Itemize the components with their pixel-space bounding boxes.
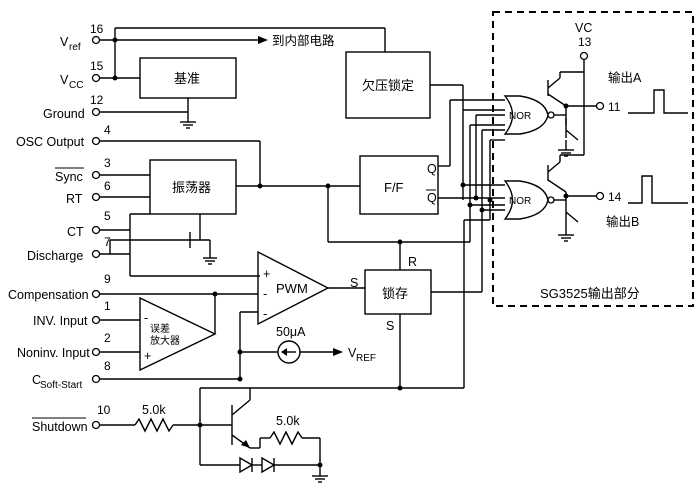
svg-text:12: 12	[90, 93, 104, 107]
svg-text:VC: VC	[575, 21, 592, 35]
svg-text:11: 11	[608, 100, 621, 114]
svg-text:1: 1	[104, 299, 111, 313]
svg-text:放大器: 放大器	[150, 334, 180, 347]
pin-vref: V ref 16	[60, 22, 104, 53]
svg-text:振荡器: 振荡器	[172, 180, 211, 195]
ground-wiring	[100, 98, 196, 129]
pin-osc-output: OSC Output 4	[16, 123, 111, 149]
output-b-transistors: 14 输出B	[547, 155, 688, 242]
reference-block: 基准	[139, 57, 237, 99]
pin-compensation: Compensation 9	[8, 272, 111, 302]
svg-text:C: C	[32, 373, 41, 387]
uvlo-block: 欠压锁定	[345, 51, 505, 200]
svg-text:5: 5	[104, 209, 111, 223]
svg-text:Compensation: Compensation	[8, 288, 89, 302]
vc-pin: VC 13	[560, 21, 592, 156]
svg-text:9: 9	[104, 272, 111, 286]
pin-soft-start: C Soft-Start 8	[32, 359, 111, 391]
svg-text:输出A: 输出A	[608, 70, 642, 85]
svg-text:4: 4	[104, 123, 111, 137]
svg-text:OSC Output: OSC Output	[16, 135, 85, 149]
svg-text:Q: Q	[427, 162, 437, 176]
pin-vcc: V CC 15	[60, 59, 104, 91]
latch-block: 锁存 R S S	[350, 129, 505, 391]
current-source: 50μA V REF	[240, 325, 376, 364]
svg-text:7: 7	[104, 235, 111, 249]
shutdown-circuit: 5.0k 5.0k	[100, 388, 328, 483]
svg-text:Discharge: Discharge	[27, 249, 83, 263]
svg-text:输出B: 输出B	[606, 214, 639, 229]
svg-text:RT: RT	[66, 192, 83, 206]
pin-discharge: Discharge 7	[27, 235, 111, 263]
clock-wiring	[327, 124, 505, 270]
error-amplifier: 误差 放大器 - +	[100, 294, 217, 372]
svg-text:+: +	[263, 267, 270, 281]
svg-text:INV. Input: INV. Input	[33, 314, 88, 328]
svg-text:3: 3	[104, 156, 111, 170]
svg-text:Shutdown: Shutdown	[32, 420, 88, 434]
output-section-frame	[492, 11, 694, 307]
svg-text:欠压锁定: 欠压锁定	[362, 78, 414, 93]
svg-text:V: V	[60, 73, 69, 87]
svg-text:V: V	[60, 35, 69, 49]
svg-text:CT: CT	[67, 225, 84, 239]
pin-shutdown: Shutdown 10	[32, 403, 111, 434]
svg-text:PWM: PWM	[276, 281, 308, 296]
osc-output-wiring	[100, 140, 261, 186]
svg-text:-: -	[263, 287, 267, 301]
pin-noninv-input: Noninv. Input 2	[17, 331, 111, 360]
pwm-comparator: PWM + - -	[100, 250, 365, 382]
svg-text:5.0k: 5.0k	[142, 403, 166, 417]
svg-text:REF: REF	[356, 353, 376, 364]
svg-text:50μA: 50μA	[276, 325, 306, 339]
svg-text:到内部电路: 到内部电路	[272, 33, 335, 48]
output-section-label: SG3525输出部分	[540, 286, 640, 301]
oscillator-block: 振荡器	[100, 159, 360, 215]
nor-gate-a: NOR	[503, 95, 566, 135]
nor-gate-b: NOR	[503, 180, 566, 220]
svg-text:6: 6	[104, 179, 111, 193]
soft-start-wiring	[100, 139, 505, 465]
svg-text:-: -	[263, 307, 267, 321]
svg-text:误差: 误差	[150, 322, 170, 335]
svg-text:基准: 基准	[174, 71, 200, 86]
svg-text:S: S	[386, 319, 394, 333]
pin-ground: Ground 12	[43, 93, 104, 121]
pin-sync: Sync 3	[55, 156, 111, 184]
svg-text:V: V	[348, 346, 357, 360]
output-a-transistors: 11 输出A	[547, 70, 688, 157]
svg-text:16: 16	[90, 22, 104, 36]
pin-rt: RT 6	[66, 179, 111, 206]
svg-text:2: 2	[104, 331, 111, 345]
svg-text:锁存: 锁存	[382, 286, 408, 301]
vref-wiring: 到内部电路	[100, 27, 386, 81]
svg-text:15: 15	[90, 59, 104, 73]
svg-text:14: 14	[608, 190, 622, 204]
svg-text:Sync: Sync	[55, 170, 83, 184]
svg-text:S: S	[350, 276, 358, 290]
svg-text:8: 8	[104, 359, 111, 373]
pin-ct: CT 5	[67, 209, 111, 239]
ct-discharge-wiring	[100, 213, 260, 277]
svg-text:NOR: NOR	[509, 196, 531, 207]
svg-text:Ground: Ground	[43, 107, 85, 121]
svg-text:ref: ref	[69, 42, 81, 53]
svg-text:R: R	[408, 255, 417, 269]
svg-text:NOR: NOR	[509, 111, 531, 122]
svg-text:F/F: F/F	[384, 180, 404, 195]
svg-text:10: 10	[97, 403, 111, 417]
svg-text:Q: Q	[427, 191, 437, 205]
svg-text:CC: CC	[69, 80, 83, 91]
flipflop-block: F/F Q Q	[359, 99, 505, 215]
svg-text:5.0k: 5.0k	[276, 414, 300, 428]
svg-text:Noninv. Input: Noninv. Input	[17, 346, 90, 360]
svg-text:13: 13	[578, 35, 592, 49]
svg-text:+: +	[144, 349, 151, 363]
svg-text:-: -	[144, 311, 148, 325]
svg-text:Soft-Start: Soft-Start	[40, 380, 82, 391]
pin-inv-input: INV. Input 1	[33, 299, 111, 328]
